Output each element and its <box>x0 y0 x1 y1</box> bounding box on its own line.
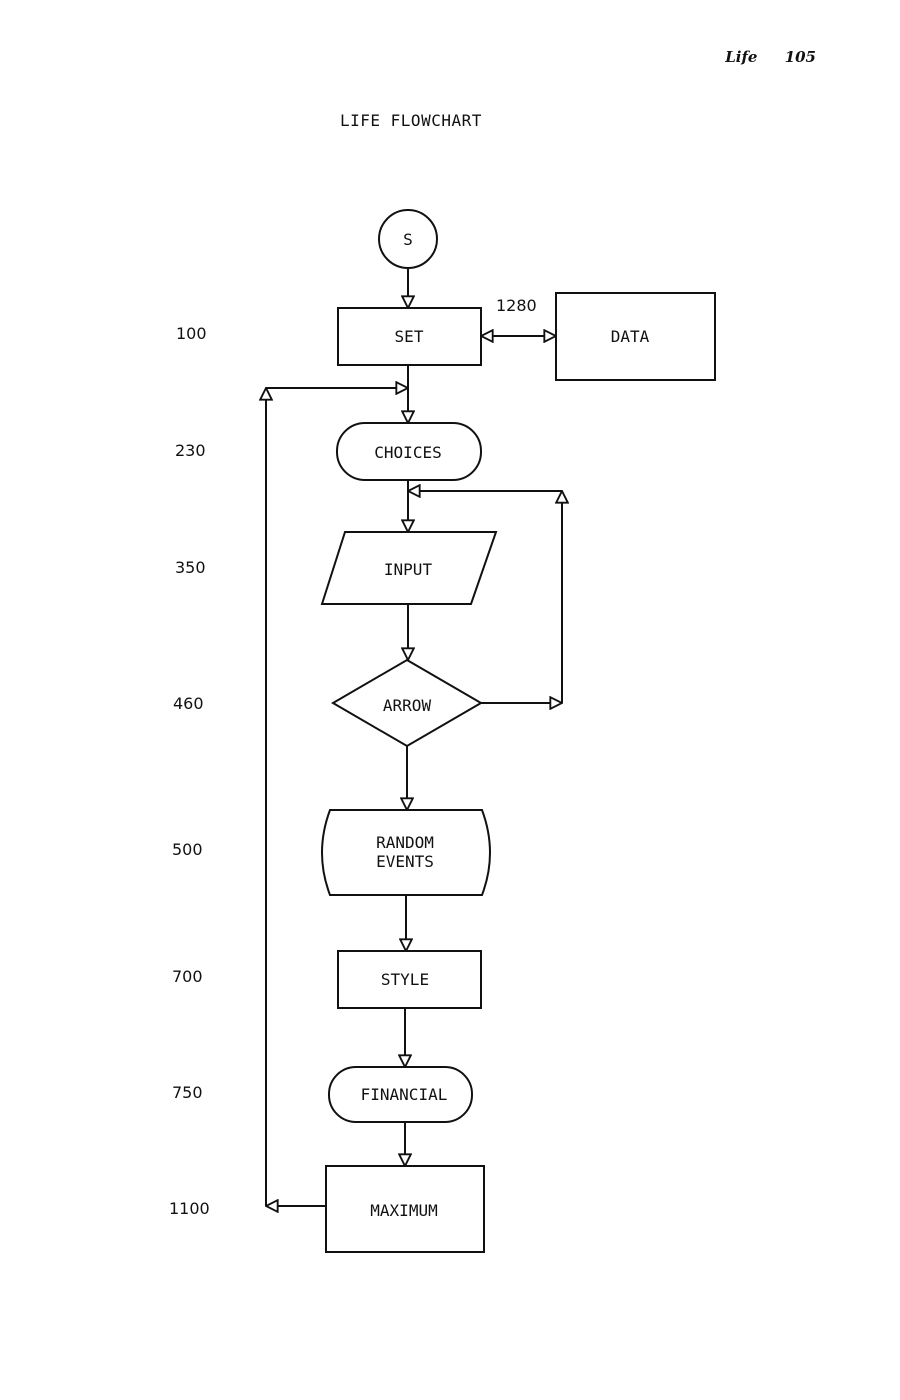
input-node <box>320 531 498 605</box>
data-link-label: 1280 <box>496 296 537 315</box>
choices-label: CHOICES <box>374 443 441 462</box>
random-events-node <box>321 809 491 896</box>
diagram-title: LIFE FLOWCHART <box>340 111 482 130</box>
arrow-label: ARROW <box>383 696 432 715</box>
maximum-label: MAXIMUM <box>370 1201 437 1220</box>
line-number-arrow: 460 <box>173 694 204 713</box>
page-header: Life 105 <box>725 48 816 66</box>
line-number-input: 350 <box>175 558 206 577</box>
page-number: 105 <box>784 48 816 66</box>
line-number-set: 100 <box>176 324 207 343</box>
running-title: Life <box>725 48 758 66</box>
line-number-choices: 230 <box>175 441 206 460</box>
data-label: DATA <box>611 327 650 346</box>
input-label: INPUT <box>384 560 433 579</box>
line-number-maximum: 1100 <box>169 1199 210 1218</box>
line-number-financial: 750 <box>172 1083 203 1102</box>
start-label: S <box>403 230 413 249</box>
line-number-random-events: 500 <box>172 840 203 859</box>
random-events-label-line1: RANDOM <box>376 833 434 852</box>
line-number-style: 700 <box>172 967 203 986</box>
financial-label: FINANCIAL <box>361 1085 448 1104</box>
set-label: SET <box>395 327 424 346</box>
style-label: STYLE <box>381 970 429 989</box>
random-events-label-line2: EVENTS <box>376 852 434 871</box>
